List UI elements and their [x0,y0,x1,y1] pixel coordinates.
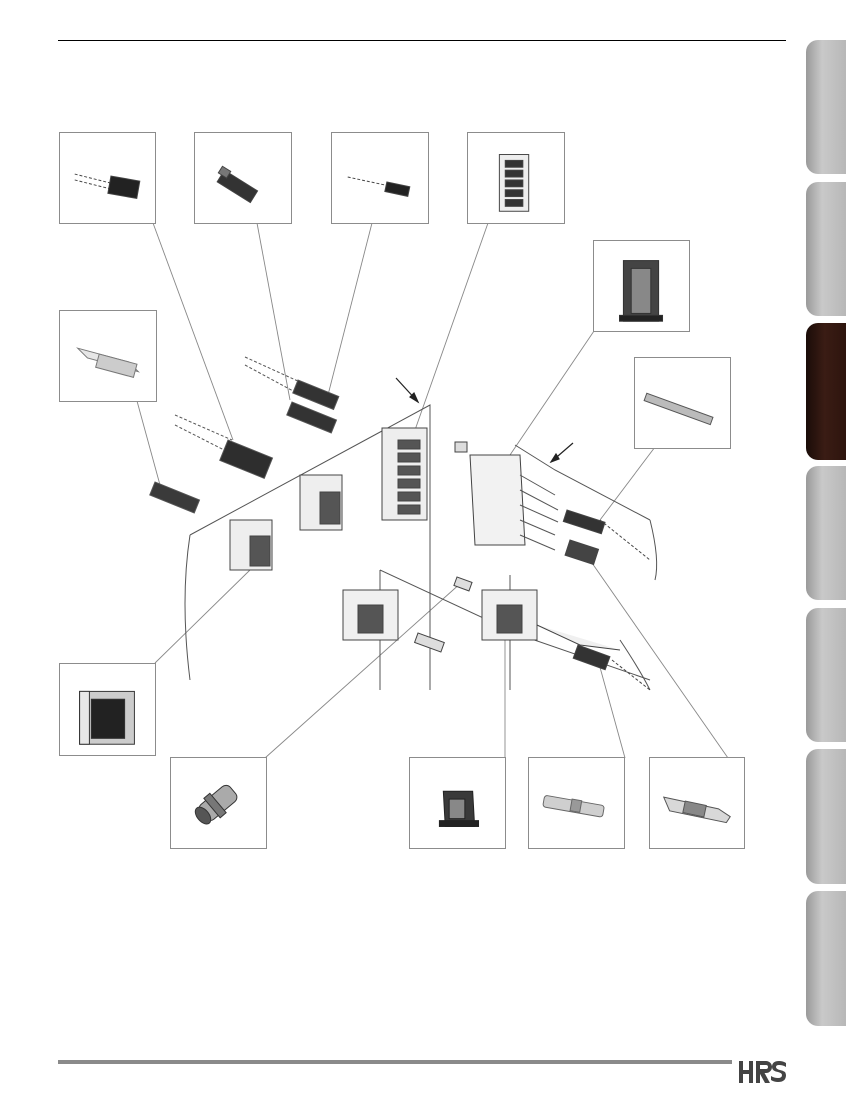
photo-adapter-sleeve [59,310,157,402]
side-tab-2[interactable] [806,182,846,316]
photo-simplex-plug [194,132,292,224]
side-tab-4[interactable] [806,466,846,600]
leader-line-6 [599,446,656,521]
photo-single-fiber-plug [331,132,429,224]
photo-ferrule-pin [634,357,731,449]
leader-line-3 [327,222,373,396]
panel-edge-right [514,444,651,521]
side-tab-7[interactable] [806,891,846,1026]
photo-housing-frame [593,240,690,332]
side-tab-3-active[interactable] [806,323,846,460]
photo-plug-body [528,757,625,849]
housing-right [469,454,526,546]
side-tab-5[interactable] [806,608,846,742]
leader-line-7 [136,400,161,486]
panel-edge-left [189,404,431,690]
side-tab-6[interactable] [806,749,846,884]
photo-duplex-plug [59,132,156,224]
photo-multi-port-adapter [467,132,565,224]
photo-receptacle [59,663,156,756]
leader-line-4 [414,222,489,431]
leader-line-5 [509,330,595,456]
header-rule [58,40,786,41]
leader-line-2 [256,222,291,401]
photo-ferrule-sleeve [170,757,267,849]
side-tab-1[interactable] [806,40,846,174]
photo-latch-housing [649,757,745,849]
leader-line-9 [264,581,463,759]
footer-rule [58,1060,732,1064]
hrs-logo [739,1061,786,1083]
leader-line-1 [152,222,234,441]
leader-line-12 [591,562,729,759]
leader-line-11 [597,659,626,759]
leader-line-8 [154,569,251,664]
photo-clip-housing [409,757,506,849]
